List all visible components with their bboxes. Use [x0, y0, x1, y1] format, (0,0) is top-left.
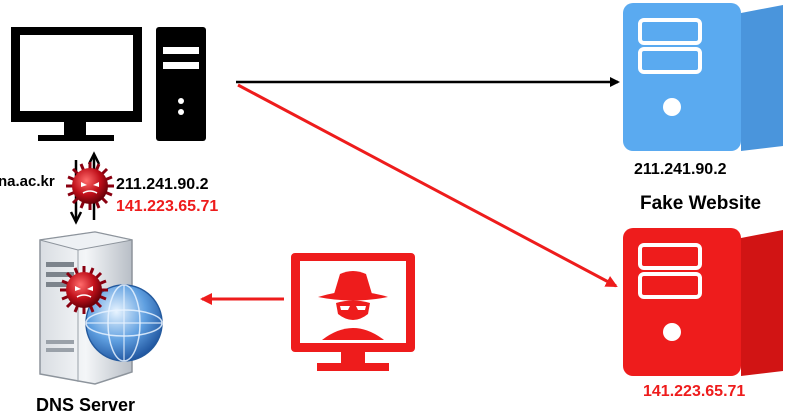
dns-server-label: DNS Server: [36, 395, 136, 415]
desktop-computer-icon: [11, 27, 206, 141]
server-icon: [623, 3, 783, 151]
globe-icon: [85, 284, 163, 362]
server-ip-label: 211.241.90.2: [634, 161, 727, 178]
fake-ip-label: 141.223.65.71: [116, 198, 219, 215]
real-ip-label: 211.241.90.2: [116, 176, 209, 193]
virus-icon: [66, 162, 114, 210]
server-icon: [623, 228, 783, 376]
fake-website-label: Fake Website: [640, 193, 762, 214]
domain-label: na.ac.kr: [0, 173, 55, 190]
redirect-to-fake-server-arrow: [237, 83, 618, 288]
fake-server-ip-label: 141.223.65.71: [643, 383, 746, 400]
hacker-monitor-icon: [291, 253, 415, 371]
virus-icon: [60, 266, 108, 314]
